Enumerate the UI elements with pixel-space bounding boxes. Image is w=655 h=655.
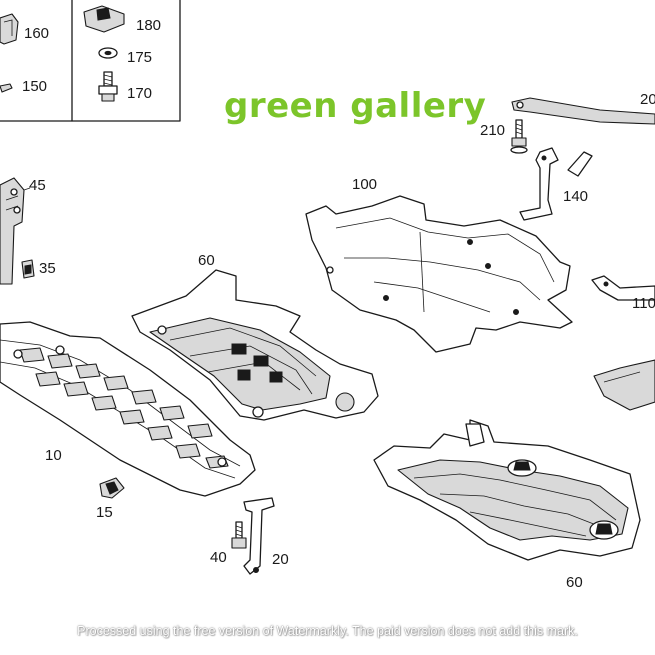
part-label-60-lower: 60 bbox=[566, 574, 583, 591]
washer-175-icon bbox=[98, 47, 118, 59]
part-label-200: 20 bbox=[640, 91, 655, 108]
bolt-170-icon bbox=[98, 71, 118, 102]
panel-10-ribs bbox=[19, 347, 229, 469]
part-label-110: 110 bbox=[632, 295, 655, 312]
part-label-40: 40 bbox=[210, 549, 227, 566]
bracket-45 bbox=[0, 177, 31, 285]
part-label-170: 170 bbox=[127, 85, 152, 102]
cage-nut-180-icon bbox=[83, 5, 125, 33]
strut-bar-200 bbox=[511, 97, 655, 125]
part-label-60-upper: 60 bbox=[198, 252, 215, 269]
part-label-15: 15 bbox=[96, 504, 113, 521]
clip-35 bbox=[21, 259, 35, 279]
clip-160-icon bbox=[0, 13, 19, 45]
fastener-legend-box bbox=[0, 0, 181, 122]
side-panel-fragment bbox=[593, 359, 655, 411]
front-underbody-panel-10 bbox=[0, 321, 256, 497]
part-label-175: 175 bbox=[127, 49, 152, 66]
bracket-110 bbox=[591, 275, 655, 301]
watermark-footer-text: Processed using the free version of Wate… bbox=[77, 624, 578, 638]
part-label-45: 45 bbox=[29, 177, 46, 194]
part-label-180: 180 bbox=[136, 17, 161, 34]
part-label-100: 100 bbox=[352, 176, 377, 193]
part-label-20: 20 bbox=[272, 551, 289, 568]
watermark-brand-text: green gallery bbox=[224, 86, 487, 126]
part-label-35: 35 bbox=[39, 260, 56, 277]
bolt-210 bbox=[510, 119, 528, 154]
engine-undertray-60-upper bbox=[131, 269, 379, 421]
part-label-160: 160 bbox=[24, 25, 49, 42]
engine-undertray-60-lower bbox=[373, 419, 641, 561]
part-label-210: 210 bbox=[480, 122, 505, 139]
part-label-10: 10 bbox=[45, 447, 62, 464]
underbody-panel-100 bbox=[305, 195, 573, 353]
bracket-140 bbox=[519, 147, 593, 221]
pin-150-icon bbox=[0, 83, 13, 93]
bracket-20 bbox=[243, 497, 275, 575]
clip-15 bbox=[99, 477, 125, 499]
watermark-badge bbox=[220, 78, 460, 136]
part-label-140: 140 bbox=[563, 188, 588, 205]
bolt-40 bbox=[231, 521, 247, 549]
part-label-150: 150 bbox=[22, 78, 47, 95]
